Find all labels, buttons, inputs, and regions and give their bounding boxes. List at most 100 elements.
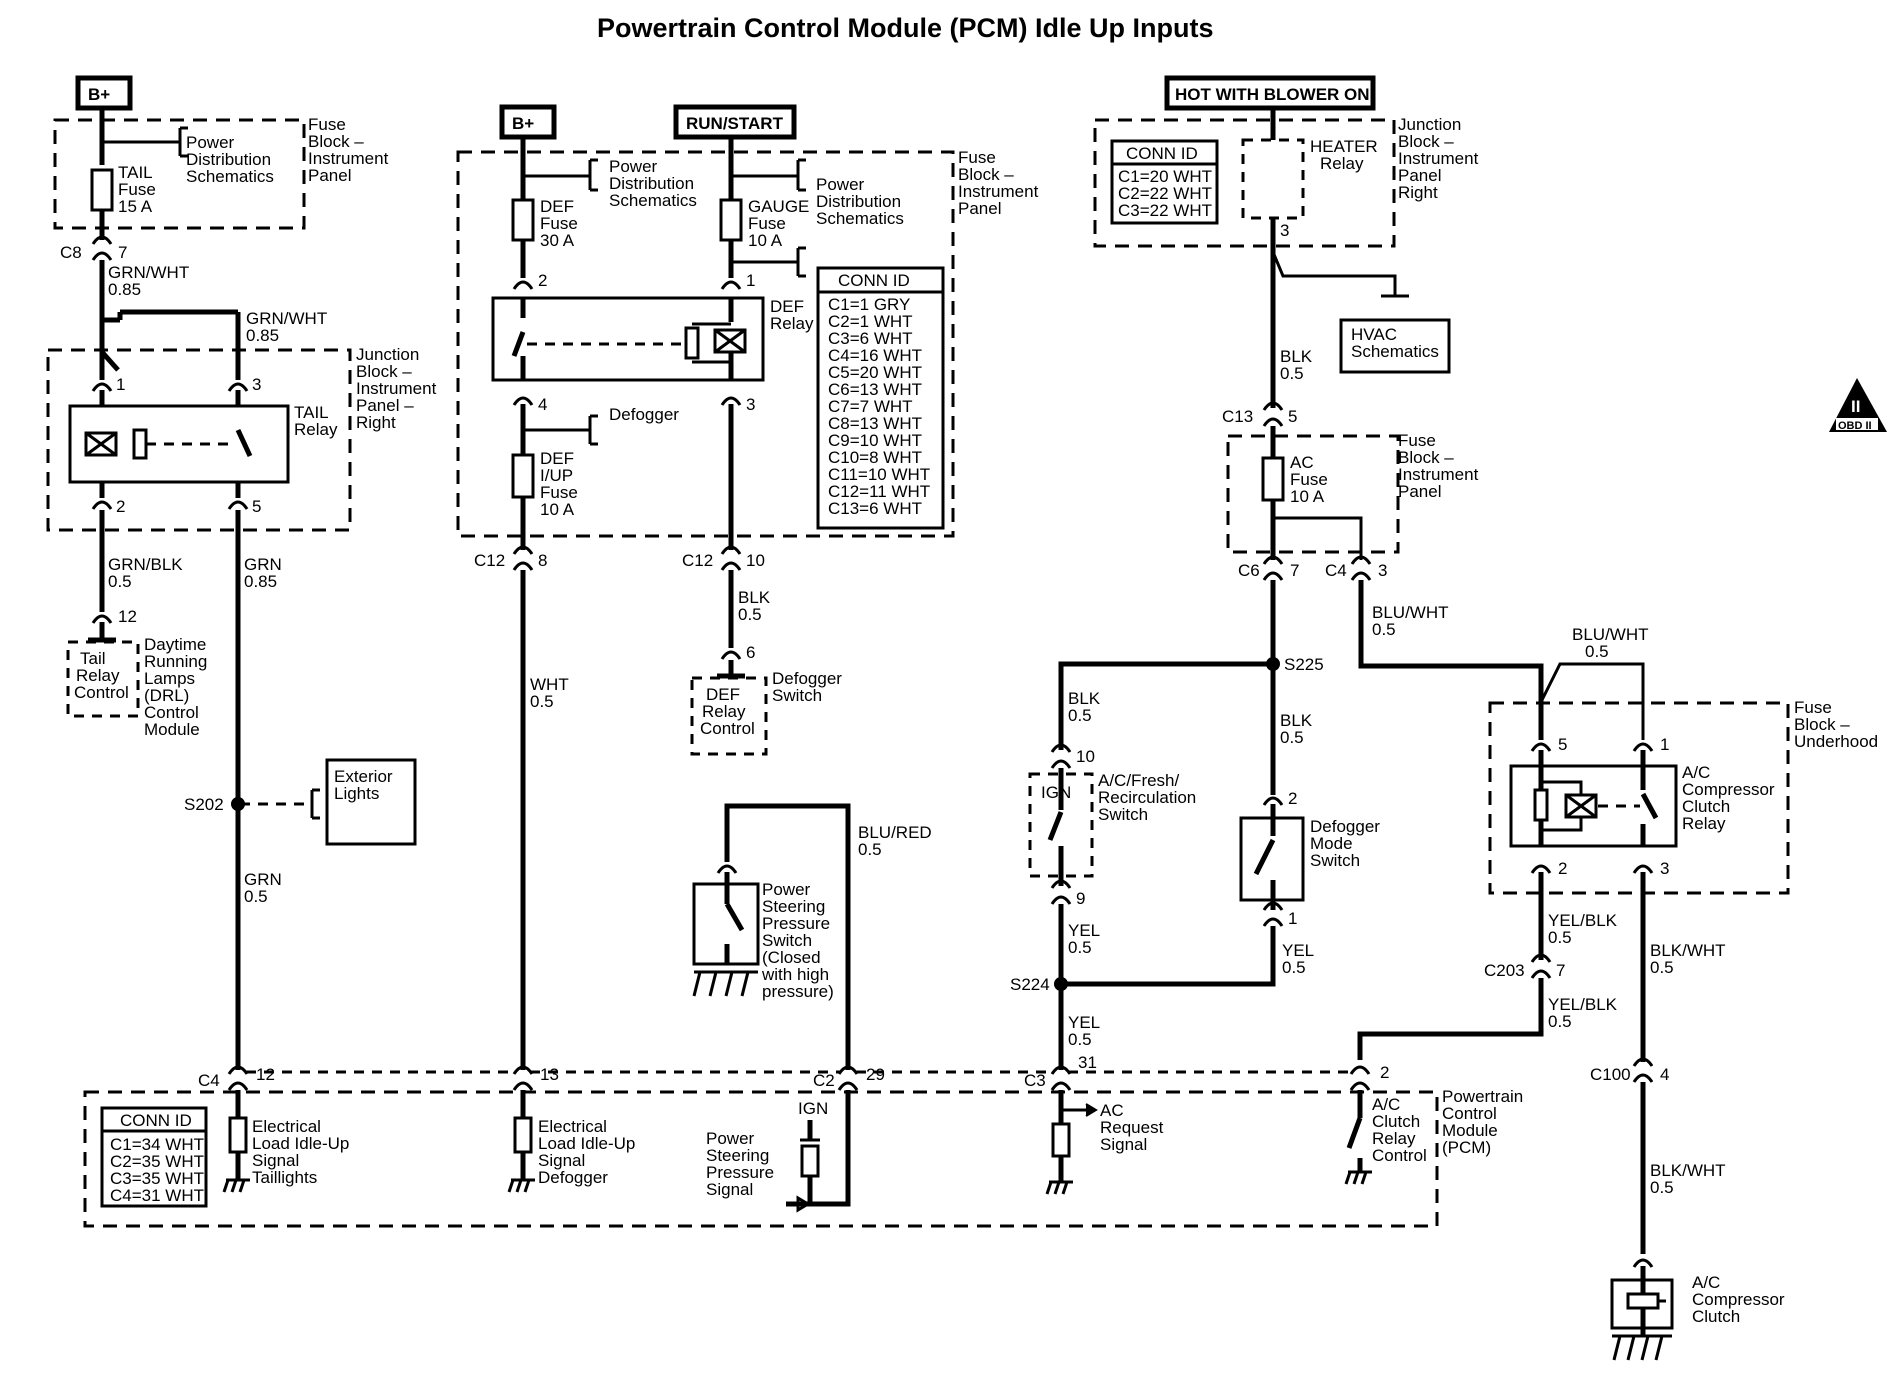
svg-text:Steering: Steering (706, 1146, 769, 1165)
svg-text:YEL/BLK: YEL/BLK (1548, 911, 1618, 930)
svg-text:C4=16 WHT: C4=16 WHT (828, 346, 922, 365)
svg-text:Fuse: Fuse (748, 214, 786, 233)
svg-text:10: 10 (1076, 747, 1095, 766)
ac-clutch-relay-label: A/C Compressor Clutch Relay (1682, 763, 1775, 833)
svg-text:10: 10 (746, 551, 765, 570)
svg-text:Signal: Signal (706, 1180, 753, 1199)
svg-text:with high: with high (761, 965, 829, 984)
svg-text:YEL: YEL (1282, 941, 1314, 960)
ac-fuse-icon (1261, 456, 1285, 502)
svg-text:B+: B+ (88, 85, 110, 104)
svg-text:Switch: Switch (772, 686, 822, 705)
tail-relay-label: TAIL Relay (294, 403, 338, 439)
svg-text:15 A: 15 A (118, 197, 153, 216)
defogger-switch-label: Defogger Switch (772, 669, 842, 705)
svg-text:C2=1 WHT: C2=1 WHT (828, 312, 913, 331)
svg-text:Fuse: Fuse (540, 214, 578, 233)
conn-id-table-gauge (816, 266, 945, 530)
svg-text:C2=35 WHT: C2=35 WHT (110, 1152, 204, 1171)
svg-text:Schematics: Schematics (186, 167, 274, 186)
ign-label-1: IGN (1041, 783, 1071, 802)
def-fuse-label: DEF Fuse 30 A (540, 197, 578, 250)
power-hot-with-blower-on: HOT WITH BLOWER ON (1164, 75, 1376, 111)
acfr-switch (1028, 772, 1094, 878)
svg-text:A/C/Fresh/: A/C/Fresh/ (1098, 771, 1180, 790)
svg-text:Powertrain: Powertrain (1442, 1087, 1523, 1106)
svg-text:Instrument: Instrument (308, 149, 389, 168)
svg-text:RUN/START: RUN/START (686, 114, 784, 133)
svg-text:TAIL: TAIL (118, 163, 153, 182)
svg-text:3: 3 (1280, 221, 1289, 240)
svg-text:GRN/WHT: GRN/WHT (246, 309, 327, 328)
svg-text:Running: Running (144, 652, 207, 671)
svg-text:YEL: YEL (1068, 1013, 1100, 1032)
svg-text:BLK: BLK (738, 588, 771, 607)
svg-text:0.5: 0.5 (1372, 620, 1396, 639)
svg-text:Control: Control (74, 683, 129, 702)
pcm-signal-ac-request: AC Request Signal (1100, 1101, 1164, 1154)
junction-block-ip-right (46, 348, 352, 532)
junction-block-heater (1093, 118, 1396, 248)
svg-text:Relay: Relay (1372, 1129, 1416, 1148)
def-relay-label: DEF Relay (770, 297, 814, 333)
svg-text:Lights: Lights (334, 784, 379, 803)
svg-text:9: 9 (1076, 889, 1085, 908)
svg-text:Defogger: Defogger (538, 1168, 608, 1187)
svg-text:Tail: Tail (80, 649, 106, 668)
svg-text:(PCM): (PCM) (1442, 1138, 1491, 1157)
fuse-block-underhood (1488, 701, 1790, 895)
svg-text:Block –: Block – (308, 132, 364, 151)
svg-text:Exterior: Exterior (334, 767, 393, 786)
svg-text:Fuse: Fuse (118, 180, 156, 199)
svg-text:DEF: DEF (540, 197, 574, 216)
svg-text:30 A: 30 A (540, 231, 575, 250)
svg-text:Pressure: Pressure (706, 1163, 774, 1182)
svg-text:Power: Power (609, 157, 658, 176)
ac-fuse-label: AC Fuse 10 A (1290, 453, 1328, 506)
def-relay-control-label: DEF Relay Control (700, 685, 755, 738)
svg-text:0.5: 0.5 (1548, 1012, 1572, 1031)
svg-text:YEL/BLK: YEL/BLK (1548, 995, 1618, 1014)
svg-text:Compressor: Compressor (1692, 1290, 1785, 1309)
svg-text:HVAC: HVAC (1351, 325, 1397, 344)
pwr-dist-label-2: Power Distribution Schematics (609, 157, 697, 210)
svg-text:GRN: GRN (244, 870, 282, 889)
pcm-signal-defogger: Electrical Load Idle-Up Signal Defogger (538, 1117, 635, 1187)
svg-text:Recirculation: Recirculation (1098, 788, 1196, 807)
svg-text:DEF: DEF (706, 685, 740, 704)
svg-text:S224: S224 (1010, 975, 1050, 994)
svg-text:12: 12 (256, 1065, 275, 1084)
gauge-fuse-label: GAUGE Fuse 10 A (748, 197, 809, 250)
svg-text:AC: AC (1290, 453, 1314, 472)
splice-s202 (231, 797, 245, 811)
svg-text:Instrument: Instrument (1398, 465, 1479, 484)
svg-text:Power: Power (186, 133, 235, 152)
svg-text:Fuse: Fuse (1794, 698, 1832, 717)
block-label-fuse-ip-1: Fuse Block – Instrument Panel (308, 115, 389, 185)
svg-text:0.5: 0.5 (1280, 364, 1304, 383)
svg-text:2: 2 (1288, 789, 1297, 808)
svg-text:Power: Power (706, 1129, 755, 1148)
svg-text:Request: Request (1100, 1118, 1164, 1137)
svg-text:Control: Control (1442, 1104, 1497, 1123)
def-iup-fuse-label: DEF I/UP Fuse 10 A (540, 449, 578, 519)
tail-fuse-icon (90, 168, 114, 212)
svg-text:Relay: Relay (1320, 154, 1364, 173)
svg-text:Control: Control (1372, 1146, 1427, 1165)
svg-text:Distribution: Distribution (816, 192, 901, 211)
svg-text:C11=10 WHT: C11=10 WHT (828, 465, 930, 484)
svg-text:3: 3 (1378, 561, 1387, 580)
tail-fuse-label: TAIL Fuse 15 A (118, 163, 156, 216)
svg-text:Fuse: Fuse (1290, 470, 1328, 489)
exterior-lights (325, 758, 417, 846)
svg-text:Power: Power (762, 880, 811, 899)
svg-text:0.5: 0.5 (1068, 938, 1092, 957)
svg-text:0.5: 0.5 (1650, 958, 1674, 977)
svg-text:GRN/BLK: GRN/BLK (108, 555, 183, 574)
obd-ii-badge-icon: II OBD II (1829, 378, 1887, 432)
svg-text:29: 29 (866, 1065, 885, 1084)
block-label-jb-right-1: Junction Block – Instrument Panel – Righ… (356, 345, 437, 432)
svg-text:A/C: A/C (1682, 763, 1710, 782)
exterior-lights-label: Exterior Lights (334, 767, 393, 803)
svg-text:10 A: 10 A (1290, 487, 1325, 506)
